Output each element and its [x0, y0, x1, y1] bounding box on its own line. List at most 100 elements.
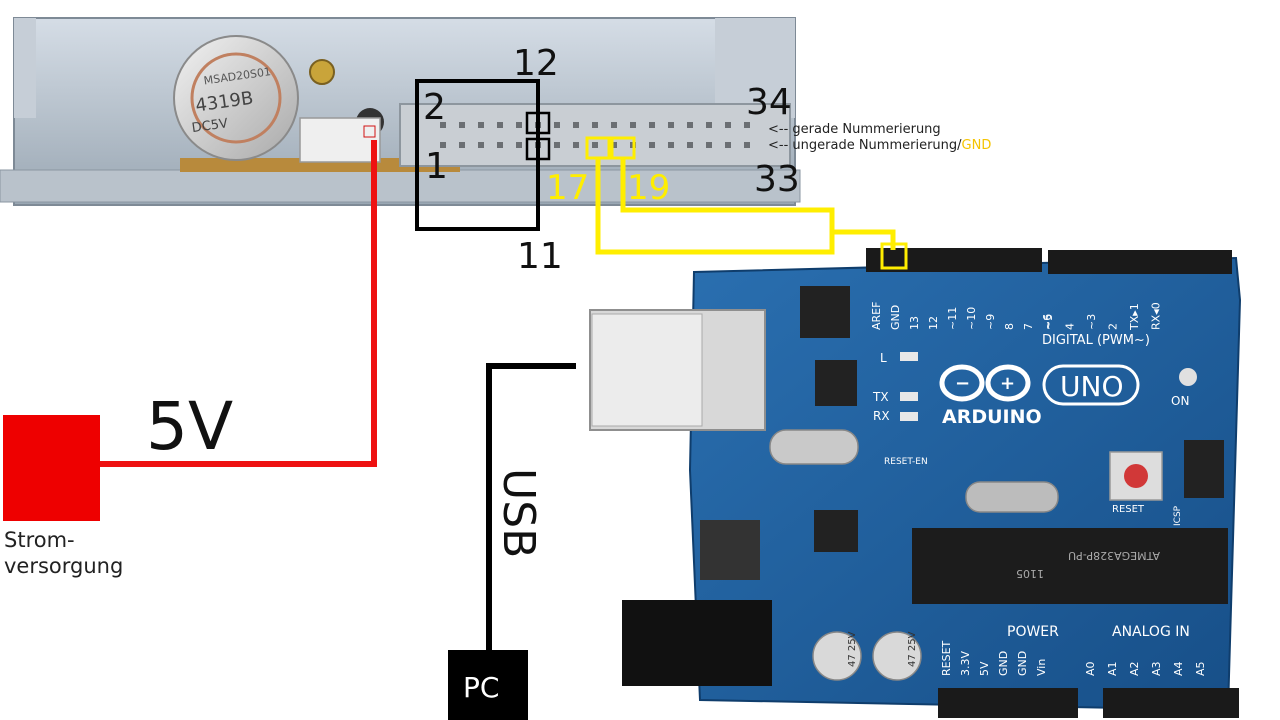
arduino-brand: ARDUINO [942, 406, 1042, 428]
header-pin [611, 122, 617, 128]
digital-pin-label: ~9 [984, 314, 997, 330]
pc-box [448, 650, 528, 720]
digital-pin-label: TX▸1 [1128, 303, 1141, 331]
crystal [769, 429, 859, 465]
digital-pin-label: 12 [927, 316, 940, 330]
header-pin [611, 142, 617, 148]
digital-pin-label: 4 [1064, 323, 1077, 330]
header-pin [687, 142, 693, 148]
led-rx [900, 412, 918, 421]
power-supply-label-2: versorgung [4, 554, 123, 578]
header-pin [668, 122, 674, 128]
power-pin-label: 3.3V [959, 651, 972, 676]
header-pin [725, 142, 731, 148]
digital-pin-label: ~10 [965, 307, 978, 330]
usb-wire [486, 363, 576, 652]
icsp-label: ICSP [1173, 505, 1183, 526]
power-wire [100, 140, 377, 467]
voltage-regulator [700, 520, 760, 580]
header-pin [573, 142, 579, 148]
uno-label: UNO [1060, 370, 1123, 403]
header-pin [554, 122, 560, 128]
header-pin [554, 142, 560, 148]
power-supply-box [3, 415, 100, 521]
even-numbering-note: <-- gerade Nummerierung [768, 122, 941, 137]
pin-label-1: 1 [425, 146, 448, 187]
analog-pin-label: A4 [1172, 661, 1185, 676]
header-pin [744, 122, 750, 128]
floppy-drive: MSAD20S01 4319B DC5V [0, 17, 801, 206]
drive-bottom-plate [0, 169, 801, 203]
analog-label: ANALOG IN [1112, 624, 1190, 640]
atmega-chip-text: ATMEGA328P-PU [1068, 549, 1160, 562]
header-pin [706, 142, 712, 148]
ribbon-header-pins [440, 122, 750, 148]
digital-header-b [1048, 250, 1232, 274]
header-pin [668, 142, 674, 148]
pin-orientation-frame [415, 79, 540, 231]
digital-pin-label: ~6 [1041, 314, 1054, 330]
usb-label: USB [493, 468, 544, 558]
pin-label-11: 11 [517, 236, 563, 277]
led-label-rx: RX [873, 409, 890, 423]
digital-pin-label: GND [889, 305, 902, 330]
drive-rail-left [14, 18, 36, 118]
digital-pin-label: ~3 [1085, 314, 1098, 330]
header-pin [497, 142, 503, 148]
analog-pin-label: A2 [1128, 661, 1141, 676]
stepper-motor-inner [190, 52, 282, 144]
digital-pin-label: 2 [1107, 323, 1120, 330]
led-tx [900, 392, 918, 401]
power-pin-label: 5V [978, 661, 991, 676]
mount-hole-top [1179, 368, 1197, 386]
header-pin [497, 122, 503, 128]
header-pin [440, 122, 446, 128]
power-header [938, 688, 1078, 718]
header-pin [649, 142, 655, 148]
digital-pin-label: 8 [1003, 323, 1016, 330]
header-pin [478, 122, 484, 128]
header-pin [687, 122, 693, 128]
capacitor-1-text: 47 25V [847, 631, 858, 667]
voltage-label: 5V [146, 388, 233, 465]
reset-button-cap [1124, 464, 1148, 488]
atmega-chip [912, 528, 1228, 604]
pin-label-34: 34 [746, 82, 792, 123]
odd-numbering-note: <-- ungerade Nummerierung/GND [768, 138, 991, 153]
led-label-tx: TX [872, 390, 889, 404]
header-pin [592, 142, 598, 148]
power-supply-label-1: Strom- [4, 528, 75, 552]
digital-pin-label: ~5 [1042, 314, 1055, 330]
pc-label: PC [463, 671, 499, 704]
arduino-gnd-marker [880, 242, 908, 270]
atmega-chip-code: 1105 [1016, 567, 1044, 580]
header-pin [630, 122, 636, 128]
capacitor-2-text: 47 25V [907, 631, 918, 667]
capacitor-1 [812, 631, 862, 681]
pin-label-33: 33 [754, 159, 800, 200]
drive-screw [309, 59, 335, 85]
analog-pin-label: A1 [1106, 661, 1119, 676]
motor-label-3: DC5V [191, 116, 229, 136]
svg-text:+: + [1000, 373, 1015, 394]
power-label: POWER [1007, 624, 1059, 640]
power-pin-highlight [363, 125, 376, 138]
analog-pin-label: A3 [1150, 661, 1163, 676]
dc-jack [622, 600, 772, 686]
drive-rail-right [715, 18, 795, 118]
header-pin [459, 142, 465, 148]
arduino-logo: − + [939, 364, 1031, 402]
led-label-l: L [880, 351, 887, 365]
analog-pin-label: A0 [1084, 661, 1097, 676]
gnd-note: GND [962, 138, 992, 153]
digital-pin-label: RX◂0 [1150, 302, 1163, 330]
odd-numbering-text: <-- ungerade Nummerierung/ [768, 138, 962, 153]
icsp-right-header [1184, 440, 1224, 498]
signal-wire-17 [595, 158, 896, 255]
header-pin [573, 122, 579, 128]
header-pin [649, 122, 655, 128]
digital-label: DIGITAL (PWM~) [1042, 333, 1150, 348]
pin-label-12: 12 [513, 43, 559, 84]
